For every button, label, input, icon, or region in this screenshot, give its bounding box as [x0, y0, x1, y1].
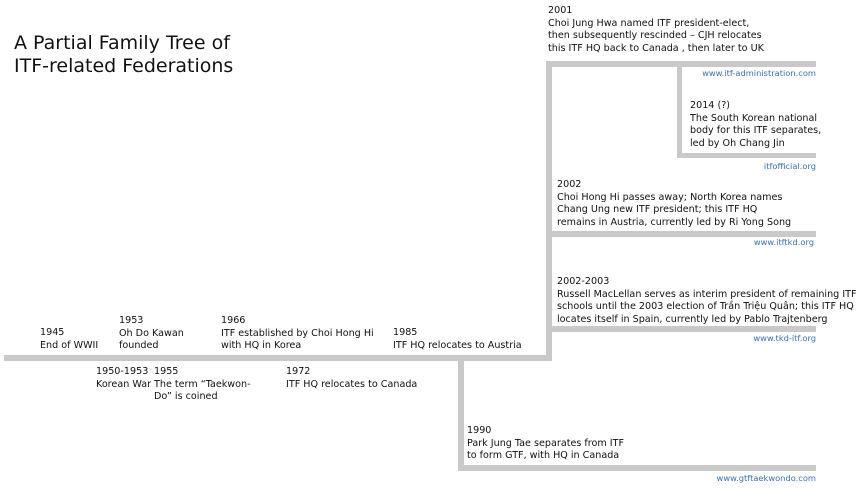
branch-vertical-1985	[546, 61, 552, 361]
event-2002: 2002 Choi Hong Hi passes away; North Kor…	[557, 179, 792, 228]
tkd-itf-line	[546, 326, 816, 332]
event-1990: 1990 Park Jung Tae separates from ITF to…	[467, 425, 625, 461]
itfofficial-line	[677, 153, 816, 158]
event-2001: 2001 Choi Jung Hwa named ITF president-e…	[548, 5, 764, 54]
event-1966: 1966 ITF established by Choi Hong Hi wit…	[221, 315, 374, 351]
branch-vertical-1990	[458, 361, 464, 471]
url-itfofficial[interactable]: itfofficial.org	[763, 161, 816, 171]
event-2002-2003: 2002-2003 Russell MacLellan serves as in…	[557, 276, 857, 325]
event-2014: 2014 (?) The South Korean national body …	[690, 100, 822, 149]
family-tree-diagram: A Partial Family Tree of ITF-related Fed…	[4, 5, 857, 483]
url-itf-administration[interactable]: www.itf-administration.com	[702, 68, 816, 78]
gtf-line	[458, 465, 816, 471]
branch-vertical-2014	[677, 67, 682, 158]
event-1955: 1955 The term “Taekwon- Do” is coined	[154, 366, 251, 402]
event-1945: 1945 End of WWII	[40, 327, 99, 351]
event-1985: 1985 ITF HQ relocates to Austria	[393, 327, 522, 351]
url-gtftaekwondo[interactable]: www.gtftaekwondo.com	[716, 473, 816, 483]
page-title: A Partial Family Tree of ITF-related Fed…	[14, 32, 233, 78]
url-itftkd[interactable]: www.itftkd.org	[753, 237, 814, 247]
event-1953: 1953 Oh Do Kawan founded	[119, 315, 184, 351]
itftkd-line	[546, 231, 816, 237]
event-1972: 1972 ITF HQ relocates to Canada	[286, 366, 418, 390]
url-tkd-itf[interactable]: www.tkd-itf.org	[753, 333, 816, 343]
main-timeline-line	[4, 355, 552, 361]
title-line-1: A Partial Family Tree of	[14, 32, 230, 54]
event-1950-1953: 1950-1953 Korean War	[96, 366, 152, 390]
title-line-2: ITF-related Federations	[14, 55, 234, 77]
itf-admin-line	[546, 61, 816, 67]
